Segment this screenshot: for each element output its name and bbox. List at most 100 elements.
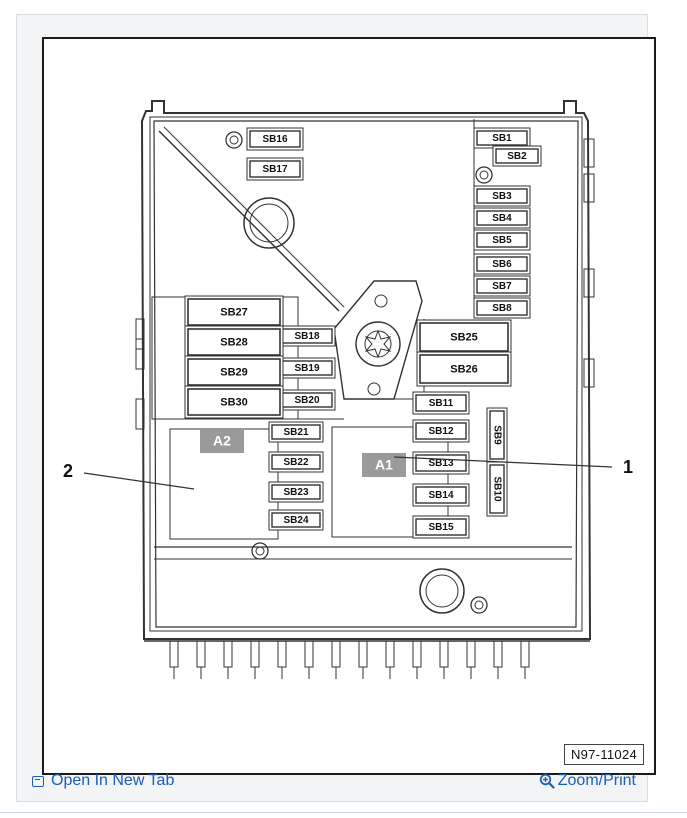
mount-hole: [374, 294, 388, 308]
housing-outer: [140, 100, 592, 640]
diagonal-rail: [158, 130, 340, 312]
fuse-label-sb27: SB27: [220, 306, 248, 318]
fuse-label-sb10: SB10: [491, 476, 502, 501]
figure-toolbar: Open In New Tab Zoom/Print: [16, 764, 646, 798]
connector-pin: [196, 640, 206, 668]
fuse-sb23: [271, 484, 321, 500]
screw: [474, 600, 484, 610]
fuse-label-sb15: SB15: [428, 522, 453, 533]
connector-pin: [304, 640, 314, 668]
open-in-new-tab-label: Open In New Tab: [51, 772, 175, 789]
fuse-sb1: [476, 130, 528, 146]
side-rib: [135, 398, 145, 430]
fuse-sb24: [271, 512, 321, 528]
callout-number-2: 2: [63, 461, 73, 481]
round-opening: [243, 197, 295, 249]
fuse-label-sb14: SB14: [428, 490, 453, 501]
round-opening: [419, 568, 465, 614]
zoom-print-label: Zoom/Print: [557, 772, 636, 789]
diagram-svg: SB1SB2SB3SB4SB5SB6SB7SB8SB9SB10SB11SB12S…: [63, 100, 633, 679]
fuse-sb30: [187, 388, 281, 416]
fuse-label-sb6: SB6: [492, 259, 512, 270]
side-rib: [135, 318, 145, 350]
screw: [225, 131, 243, 149]
fuse-label-sb30: SB30: [220, 396, 248, 408]
relay-a1-label: A1: [375, 457, 393, 473]
connector-pin: [358, 640, 368, 668]
fuse-label-sb17: SB17: [262, 164, 287, 175]
side-rib: [583, 173, 595, 203]
fuse-sb16: [249, 130, 301, 148]
fuse-sb17: [249, 160, 301, 178]
callout-leader-2: [83, 472, 195, 490]
fuse-label-sb20: SB20: [294, 395, 319, 406]
fuse-sb26: [419, 354, 509, 384]
figure-id-label: N97-11024: [563, 744, 644, 765]
bottom-divider: [0, 812, 687, 813]
fuse-label-sb9: SB9: [491, 425, 502, 445]
round-opening: [249, 203, 289, 243]
new-tab-icon: [32, 775, 44, 787]
fuse-sb10: [489, 464, 505, 514]
connector-pin: [466, 640, 476, 668]
fuse-label-sb2: SB2: [507, 151, 527, 162]
connector-pin: [439, 640, 449, 668]
fuse-label-sb28: SB28: [220, 336, 248, 348]
fuse-sb12: [415, 422, 467, 440]
open-in-new-tab-link[interactable]: Open In New Tab: [32, 772, 174, 790]
mount-bracket: [333, 280, 423, 400]
fuse-label-sb11: SB11: [429, 398, 454, 409]
side-rib: [583, 268, 595, 298]
fuse-label-sb1: SB1: [492, 133, 512, 144]
housing-rim: [149, 116, 583, 632]
connector-pin: [169, 640, 179, 668]
screw: [251, 542, 269, 560]
fuse-sb3: [476, 188, 528, 204]
fuse-label-sb18: SB18: [294, 331, 319, 342]
callout-leader-1: [393, 456, 613, 468]
fuse-label-sb3: SB3: [492, 191, 512, 202]
fuse-label-sb12: SB12: [428, 426, 453, 437]
fuse-label-sb25: SB25: [450, 331, 478, 343]
relay-frame: [331, 426, 449, 538]
fuse-sb27: [187, 298, 281, 326]
fuse-sb29: [187, 358, 281, 386]
fuse-label-sb21: SB21: [283, 427, 308, 438]
fuse-sb14: [415, 486, 467, 504]
fuse-sb2: [495, 148, 539, 164]
side-rib: [135, 338, 145, 370]
connector-pin: [493, 640, 503, 668]
fuse-sb25: [419, 322, 509, 352]
fuse-sb22: [271, 454, 321, 470]
fuse-label-sb13: SB13: [428, 458, 453, 469]
connector-pin: [250, 640, 260, 668]
fuse-label-sb19: SB19: [294, 363, 319, 374]
fuse-label-sb22: SB22: [283, 457, 308, 468]
fuse-sb6: [476, 256, 528, 272]
zoom-print-link[interactable]: Zoom/Print: [539, 772, 636, 790]
connector-pin: [277, 640, 287, 668]
fuse-sb9: [489, 410, 505, 460]
fuse-sb15: [415, 518, 467, 536]
connector-pin: [412, 640, 422, 668]
fuse-sb5: [476, 232, 528, 248]
fuse-label-sb29: SB29: [220, 366, 248, 378]
fuse-label-sb26: SB26: [450, 363, 478, 375]
side-rib: [583, 358, 595, 388]
screw: [255, 546, 265, 556]
screw: [470, 596, 488, 614]
relay-a2-label: A2: [213, 433, 231, 449]
side-rib: [583, 138, 595, 168]
fuse-sb21: [271, 424, 321, 440]
fuse-label-sb24: SB24: [283, 515, 308, 526]
fuse-label-sb5: SB5: [492, 235, 512, 246]
mount-hole: [367, 382, 381, 396]
housing-inner: [153, 120, 579, 628]
screw: [229, 135, 239, 145]
diagonal-rail: [163, 126, 345, 308]
fuse-label-sb7: SB7: [492, 281, 512, 292]
zoom-icon: [539, 773, 555, 789]
connector-pin: [223, 640, 233, 668]
